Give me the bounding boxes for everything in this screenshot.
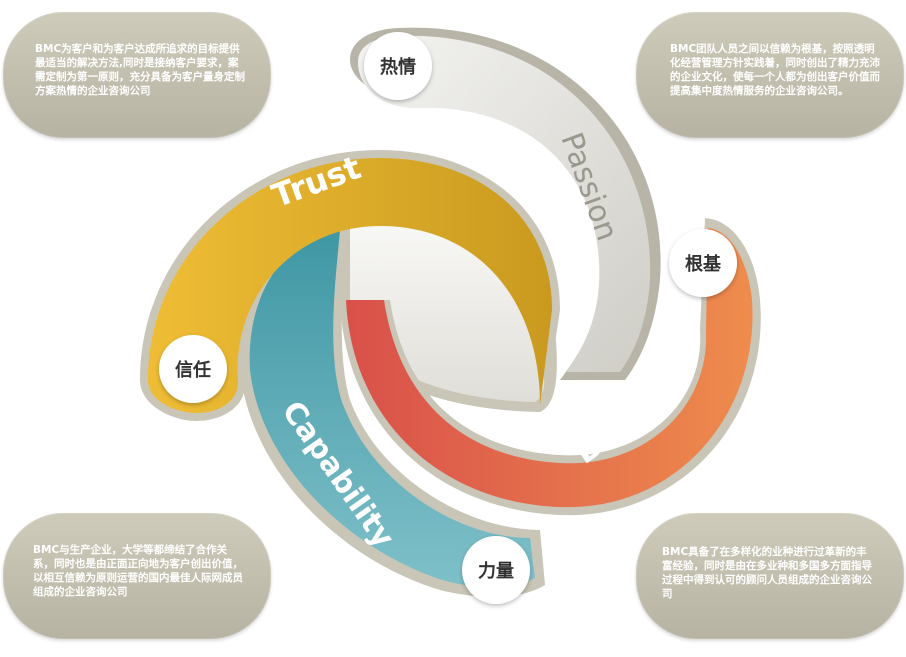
badge-trust-text: 信任 [175, 359, 211, 381]
badge-trust [159, 335, 227, 403]
note-bottom-left-text: BMC与生产企业，大学等都缔结了合作关系，同时也是由正面正向地为客户创出价值，以… [33, 544, 243, 598]
note-bottom-right-text: BMC具备了在多样化的业种进行过革新的丰富经验，同时是由在多业种和多国多方面指导… [662, 546, 872, 600]
badge-base-text: 根基 [685, 253, 722, 275]
note-top-right-text: BMC团队人员之间以信赖为根基，按照透明化经营管理方针实践着，同时创出了精力充沛… [670, 43, 880, 97]
badge-passion-text: 热情 [380, 56, 416, 78]
note-top-right: BMC团队人员之间以信赖为根基，按照透明化经营管理方针实践着，同时创出了精力充沛… [636, 12, 904, 138]
passion-arm [350, 27, 661, 380]
capability-arm [239, 222, 545, 597]
badge-capability-text: 力量 [478, 560, 514, 582]
trust-arm [140, 150, 560, 421]
note-bottom-left: BMC与生产企业，大学等都缔结了合作关系，同时也是由正面正向地为客户创出价值，以… [3, 513, 271, 639]
badge-capability [462, 536, 530, 604]
note-top-left-text: BMC为客户和为客户达成所追求的目标提供最适当的解决方法,同时是接纳客户要求，案… [35, 43, 245, 97]
base-arm [340, 218, 761, 516]
badge-passion [364, 32, 432, 100]
badge-base [669, 229, 737, 297]
note-top-left: BMC为客户和为客户达成所追求的目标提供最适当的解决方法,同时是接纳客户要求，案… [3, 12, 271, 138]
note-bottom-right: BMC具备了在多样化的业种进行过革新的丰富经验，同时是由在多业种和多国多方面指导… [636, 513, 904, 639]
